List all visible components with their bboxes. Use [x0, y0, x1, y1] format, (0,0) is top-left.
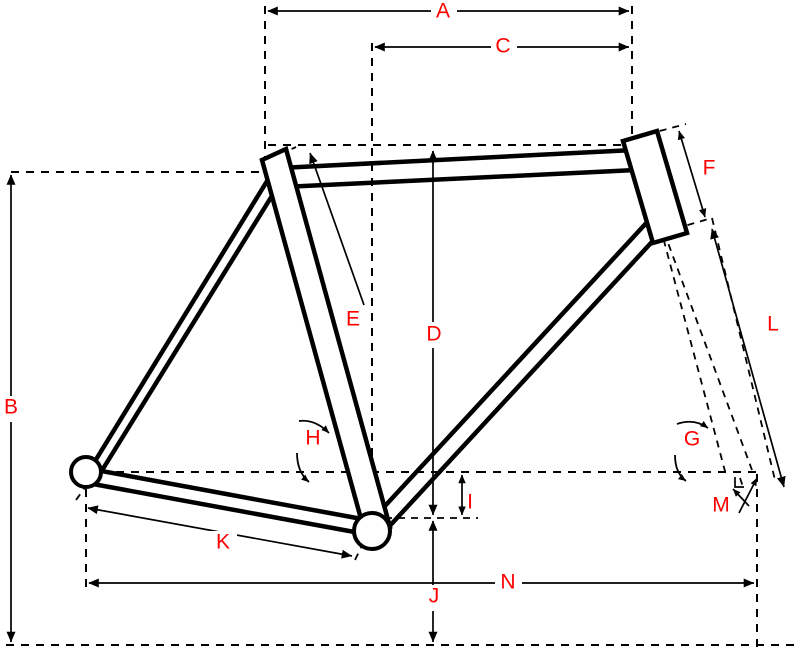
frame-tubes — [69, 128, 690, 551]
label-n: N — [500, 571, 515, 594]
label-l: L — [767, 313, 779, 336]
label-a: A — [436, 0, 450, 23]
down-tube — [370, 217, 652, 522]
dimension-line-m-second — [738, 477, 758, 514]
label-b: B — [4, 396, 18, 419]
chain-stay-tube-lower — [92, 481, 361, 536]
construction-lines — [6, 6, 794, 648]
angle-arc-g-lower — [674, 454, 687, 482]
bottom-bracket-shell — [352, 511, 392, 551]
label-bg-c — [491, 36, 517, 60]
seat-stay-tube — [90, 171, 274, 468]
label-k: K — [216, 531, 230, 554]
angle-arc-g-upper — [676, 420, 709, 429]
rear-dropout-hub — [69, 455, 103, 489]
top-tube — [279, 147, 635, 171]
dimension-line-f — [677, 130, 707, 218]
angle-arc-h-lower — [296, 452, 310, 483]
dimension-line-l — [710, 228, 786, 488]
fork-offset-reference-line — [663, 231, 753, 471]
seat-tube — [259, 145, 393, 541]
label-d: D — [426, 323, 441, 346]
label-bg-j — [422, 585, 446, 611]
head-tube — [620, 128, 690, 246]
label-i: I — [467, 491, 473, 514]
chain-stay-tube — [95, 467, 363, 522]
label-bg-n — [495, 571, 522, 596]
angle-arc-h-upper — [298, 419, 330, 434]
dimension-line-e — [309, 152, 365, 306]
label-g: G — [684, 428, 700, 451]
rear-dropout-tick — [75, 477, 93, 501]
label-bg-d — [422, 322, 446, 348]
label-j: J — [429, 585, 440, 608]
down-tube-lower — [383, 229, 664, 533]
label-m: M — [712, 494, 730, 517]
label-bg-k — [210, 531, 237, 556]
label-e: E — [346, 308, 360, 331]
label-f: F — [703, 157, 716, 180]
dimension-labels: A C B D E F G H I J K L M N — [0, 0, 779, 611]
head-tube-top-guide — [621, 123, 687, 142]
label-h: H — [305, 427, 320, 450]
fork-tip-guide — [711, 217, 776, 481]
label-bg-a — [431, 0, 457, 24]
dimension-lines — [6, 6, 786, 643]
dimension-line-m — [732, 488, 750, 507]
label-bg-b — [0, 396, 24, 422]
front-hub-tick — [739, 477, 745, 491]
label-c: C — [495, 35, 510, 58]
seat-stay-tube-lower — [99, 176, 285, 474]
top-tube-lower — [282, 167, 638, 190]
